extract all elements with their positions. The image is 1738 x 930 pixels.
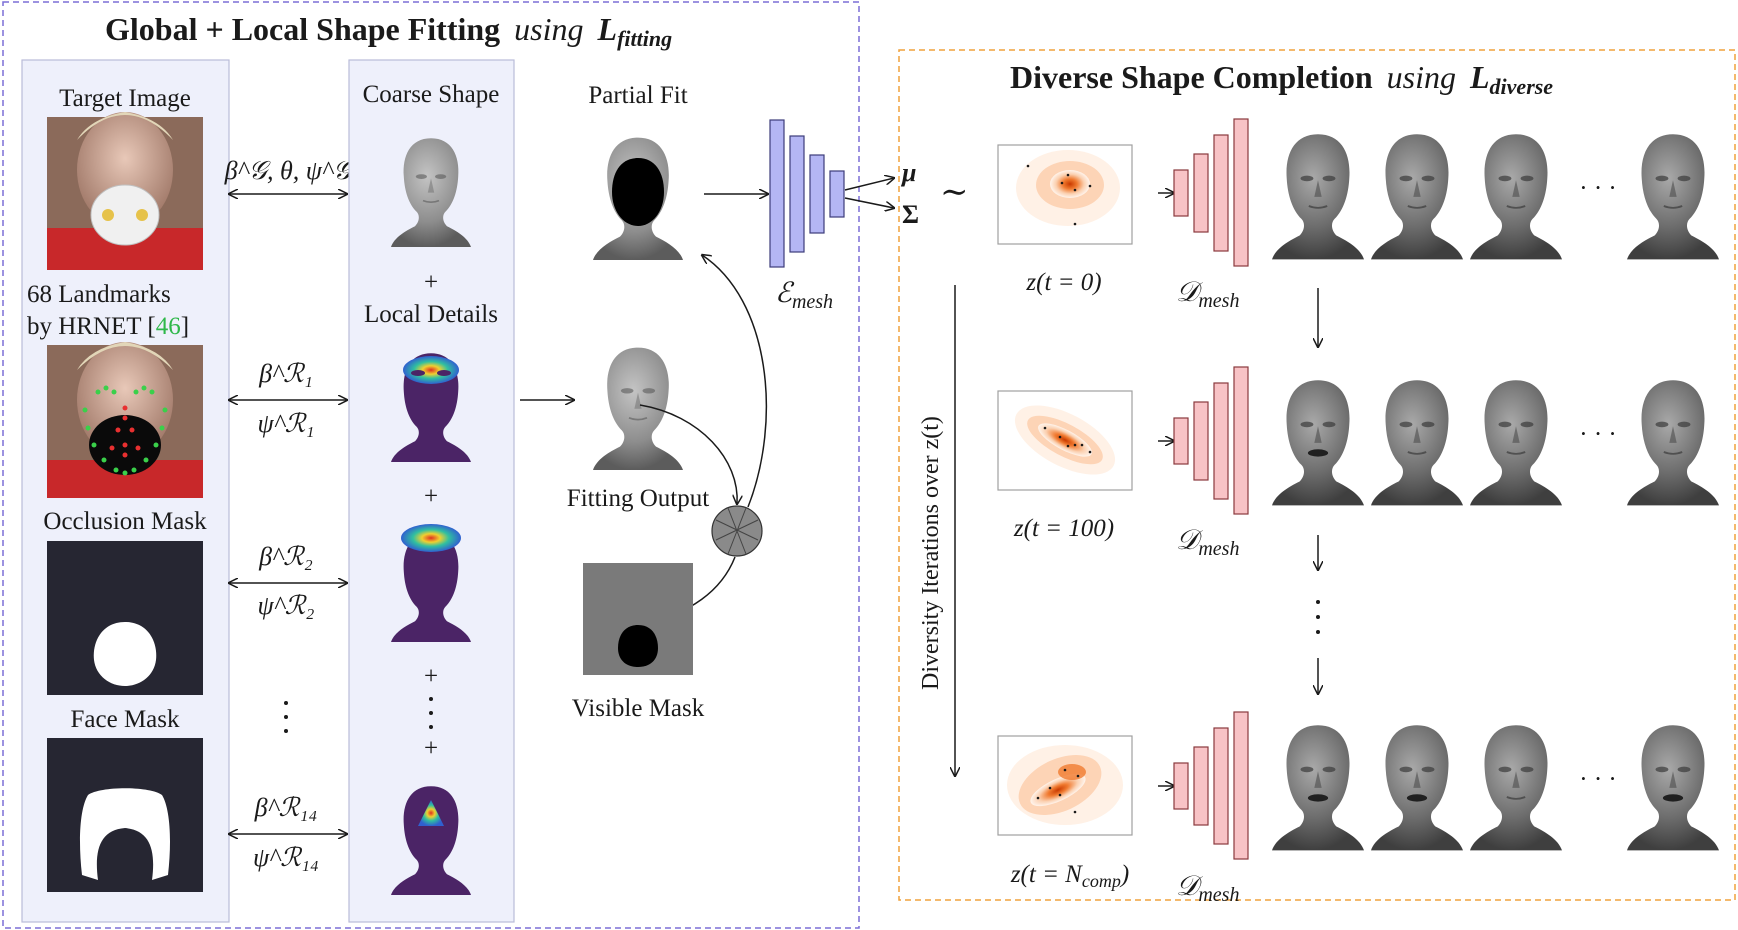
visible-mask-label: Visible Mask (572, 695, 705, 722)
occlusion-mask-image (47, 541, 203, 695)
mesh-decoder-row-1 (1173, 118, 1249, 267)
arrow-output-to-operator (639, 404, 737, 504)
target-image-label: Target Image (59, 85, 191, 112)
left-panel-title: Global + Local Shape Fitting using Lfitt… (105, 11, 672, 51)
mesh-encoder (769, 119, 845, 268)
param-arrow-region-2: β^ℛ₂ ψ^ℛ₂ (229, 542, 347, 620)
face-mask-label: Face Mask (71, 706, 180, 733)
ellipsis-row-2: · · · (1579, 421, 1616, 448)
partial-fit-label: Partial Fit (588, 82, 687, 109)
completed-head-row-2-b (1371, 379, 1463, 507)
mu-symbol: μ (900, 158, 916, 187)
latent-label-row-2: z(t = 100) (1013, 515, 1114, 542)
completed-head-row-1-b (1371, 133, 1463, 261)
latent-distribution-row-1 (997, 144, 1133, 245)
landmarks-label-line2: by HRNET [46] (27, 313, 189, 340)
arrow-to-sigma (844, 197, 894, 208)
svg-text:β^ℛ₂: β^ℛ₂ (258, 542, 313, 571)
svg-text:β^𝒢, θ, ψ^𝒢: β^𝒢, θ, ψ^𝒢 (224, 156, 356, 185)
arrow-to-mu (844, 178, 894, 191)
partial-fit-head (593, 136, 683, 262)
decoder-label-row-1: 𝒟mesh (1176, 277, 1239, 312)
coarse-shape-label: Coarse Shape (363, 81, 500, 108)
latent-label-row-3: z(t = Ncomp) (1010, 861, 1129, 891)
visible-mask-image (583, 563, 693, 675)
completed-head-row-3-c (1470, 724, 1562, 852)
sigma-symbol: Σ (902, 200, 919, 229)
left-panel-frame (2, 1, 860, 929)
plus-sign-4: + (424, 735, 438, 762)
mesh-decoder-row-3 (1173, 711, 1249, 860)
param-arrow-region-14: β^ℛ₁₄ ψ^ℛ₁₄ (229, 793, 347, 872)
local-details-label: Local Details (364, 301, 498, 328)
ellipsis-row-1: · · · (1579, 175, 1616, 202)
completed-head-row-1-c (1470, 133, 1562, 261)
svg-text:β^ℛ₁₄: β^ℛ₁₄ (254, 793, 318, 822)
vertical-dots-params (284, 701, 288, 733)
arrow-operator-to-partial-fit (702, 255, 768, 508)
local-detail-head-nose (391, 786, 471, 895)
sampling-tilde: ∼ (940, 174, 969, 211)
completed-head-row-2-d (1627, 379, 1719, 507)
latent-distribution-row-3 (997, 735, 1133, 836)
completed-head-row-1-d (1627, 133, 1719, 261)
svg-text:ψ^ℛ₂: ψ^ℛ₂ (258, 591, 315, 620)
ellipsis-row-3: · · · (1579, 766, 1616, 793)
fitting-output-head (593, 346, 683, 472)
right-panel-frame (898, 49, 1736, 901)
svg-text:β^ℛ₁: β^ℛ₁ (258, 359, 313, 388)
svg-text:ψ^ℛ₁: ψ^ℛ₁ (258, 409, 315, 438)
vertical-dots-regions (429, 697, 433, 729)
plus-sign-1: + (424, 269, 438, 296)
right-panel-title: Diverse Shape Completion using Ldiverse (1010, 59, 1553, 99)
mask-operator-icon (711, 505, 763, 557)
diversity-iterations-label: Diversity Iterations over z(t) (918, 416, 944, 690)
completed-head-row-3-b (1371, 725, 1463, 851)
encoder-label: ℰmesh (775, 278, 833, 313)
local-detail-head-eyes (391, 353, 471, 462)
citation-link: 46 (156, 313, 181, 340)
completed-head-row-3-d (1627, 725, 1719, 851)
vertical-dots-rows (1316, 600, 1320, 634)
svg-text:ψ^ℛ₁₄: ψ^ℛ₁₄ (253, 843, 319, 872)
decoder-label-row-2: 𝒟mesh (1176, 525, 1239, 560)
completed-head-row-3-a (1272, 725, 1364, 851)
fitting-output-label: Fitting Output (567, 485, 709, 512)
completed-head-row-1-a (1272, 133, 1364, 261)
plus-sign-3: + (424, 663, 438, 690)
completed-head-row-2-a (1272, 380, 1364, 506)
mesh-decoder-row-2 (1173, 366, 1249, 515)
latent-distribution-row-2 (997, 390, 1133, 491)
landmarks-image (47, 342, 203, 498)
plus-sign-2: + (424, 483, 438, 510)
local-detail-head-forehead (391, 524, 471, 642)
target-image (47, 112, 203, 270)
param-arrow-global: β^𝒢, θ, ψ^𝒢 (224, 156, 356, 194)
face-mask-image (47, 738, 203, 892)
completed-head-row-2-c (1470, 379, 1562, 507)
occlusion-mask-label: Occlusion Mask (43, 508, 207, 535)
landmarks-label-line1: 68 Landmarks (27, 281, 171, 308)
decoder-label-row-3: 𝒟mesh (1176, 871, 1239, 906)
latent-label-row-1: z(t = 0) (1025, 269, 1101, 296)
param-arrow-region-1: β^ℛ₁ ψ^ℛ₁ (229, 359, 347, 438)
